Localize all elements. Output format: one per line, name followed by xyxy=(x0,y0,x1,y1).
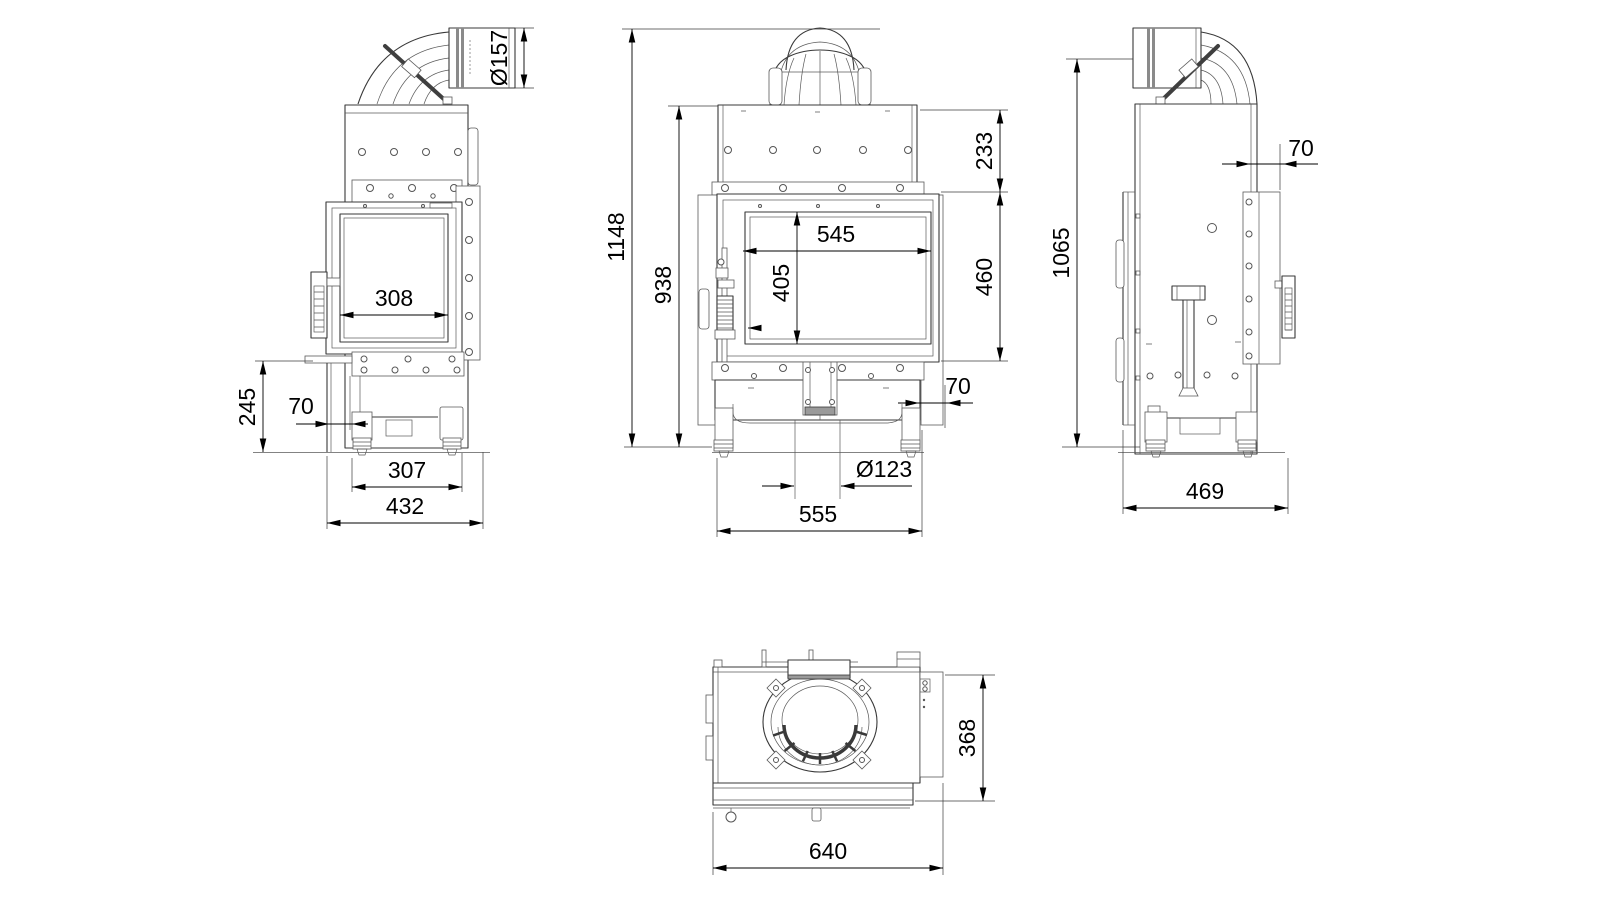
right-base-legs xyxy=(1118,405,1285,458)
svg-text:368: 368 xyxy=(954,719,980,757)
dim-side-flue-diameter: Ø157 xyxy=(486,27,534,89)
front-door-glass xyxy=(716,193,940,363)
svg-text:245: 245 xyxy=(234,388,260,426)
dim-side-glass-width: 308 xyxy=(340,285,448,319)
right-door-handle xyxy=(1274,275,1296,339)
svg-text:233: 233 xyxy=(971,132,997,170)
right-view: 70 1065 469 xyxy=(1048,27,1318,514)
svg-text:Ø157: Ø157 xyxy=(486,30,512,86)
side-view: Ø157 308 245 70 307 432 xyxy=(234,27,534,529)
dim-right-rear-offset: 70 xyxy=(1222,135,1318,190)
top-front-rim xyxy=(712,782,914,823)
dim-front-body-height: 938 xyxy=(624,105,718,448)
dim-right-overall-depth: 469 xyxy=(1122,430,1289,514)
dim-front-base-width: 555 xyxy=(716,430,923,537)
svg-text:545: 545 xyxy=(817,221,855,247)
svg-text:432: 432 xyxy=(386,493,424,519)
dim-top-depth: 368 xyxy=(915,674,995,802)
dim-top-width: 640 xyxy=(712,783,944,875)
dim-right-body-height: 1065 xyxy=(1048,58,1140,448)
dim-side-wall-offset: 70 xyxy=(288,393,368,428)
front-top-panel xyxy=(711,104,925,196)
top-body-outline xyxy=(705,649,944,784)
right-hinge-strip xyxy=(1242,191,1281,365)
top-view: 368 640 xyxy=(705,649,995,875)
front-door-handle xyxy=(714,247,736,363)
side-door-handle xyxy=(310,271,341,339)
flue-elbow-right-icon xyxy=(1132,27,1258,105)
svg-text:70: 70 xyxy=(288,393,314,419)
dim-front-outlet-diameter: Ø123 xyxy=(762,456,912,490)
dim-side-overall-depth: 432 xyxy=(326,452,484,529)
svg-text:555: 555 xyxy=(799,501,837,527)
svg-text:469: 469 xyxy=(1186,478,1224,504)
dim-front-top-section: 233 xyxy=(920,109,1008,193)
dim-side-feet-spacing: 307 xyxy=(351,453,463,492)
right-t-handle xyxy=(1171,285,1206,397)
svg-text:307: 307 xyxy=(388,457,426,483)
front-base-legs xyxy=(711,361,925,499)
svg-text:308: 308 xyxy=(375,285,413,311)
right-body-panel xyxy=(1115,103,1258,455)
svg-text:460: 460 xyxy=(971,258,997,296)
top-flue-collar-icon xyxy=(762,659,878,773)
flue-elbow-icon xyxy=(357,27,516,105)
dim-front-glass-width: 545 xyxy=(743,221,931,255)
svg-text:640: 640 xyxy=(809,838,847,864)
svg-text:405: 405 xyxy=(768,264,794,302)
dim-front-door-height: 460 xyxy=(941,192,1008,362)
svg-text:1148: 1148 xyxy=(603,212,629,261)
side-door-glass xyxy=(325,201,463,355)
dim-front-glass-height: 405 xyxy=(768,212,801,344)
svg-text:938: 938 xyxy=(650,266,676,304)
dim-front-overall-height: 1148 xyxy=(603,28,880,447)
svg-text:Ø123: Ø123 xyxy=(856,456,912,482)
dim-front-rear-offset: 70 xyxy=(898,373,973,428)
svg-text:1065: 1065 xyxy=(1048,227,1074,278)
dome-cowl-icon xyxy=(768,27,872,107)
dim-side-plinth-height: 245 xyxy=(234,360,313,452)
svg-text:70: 70 xyxy=(945,373,971,399)
svg-text:70: 70 xyxy=(1288,135,1314,161)
front-view: 1148 938 233 545 405 460 xyxy=(603,27,1008,537)
